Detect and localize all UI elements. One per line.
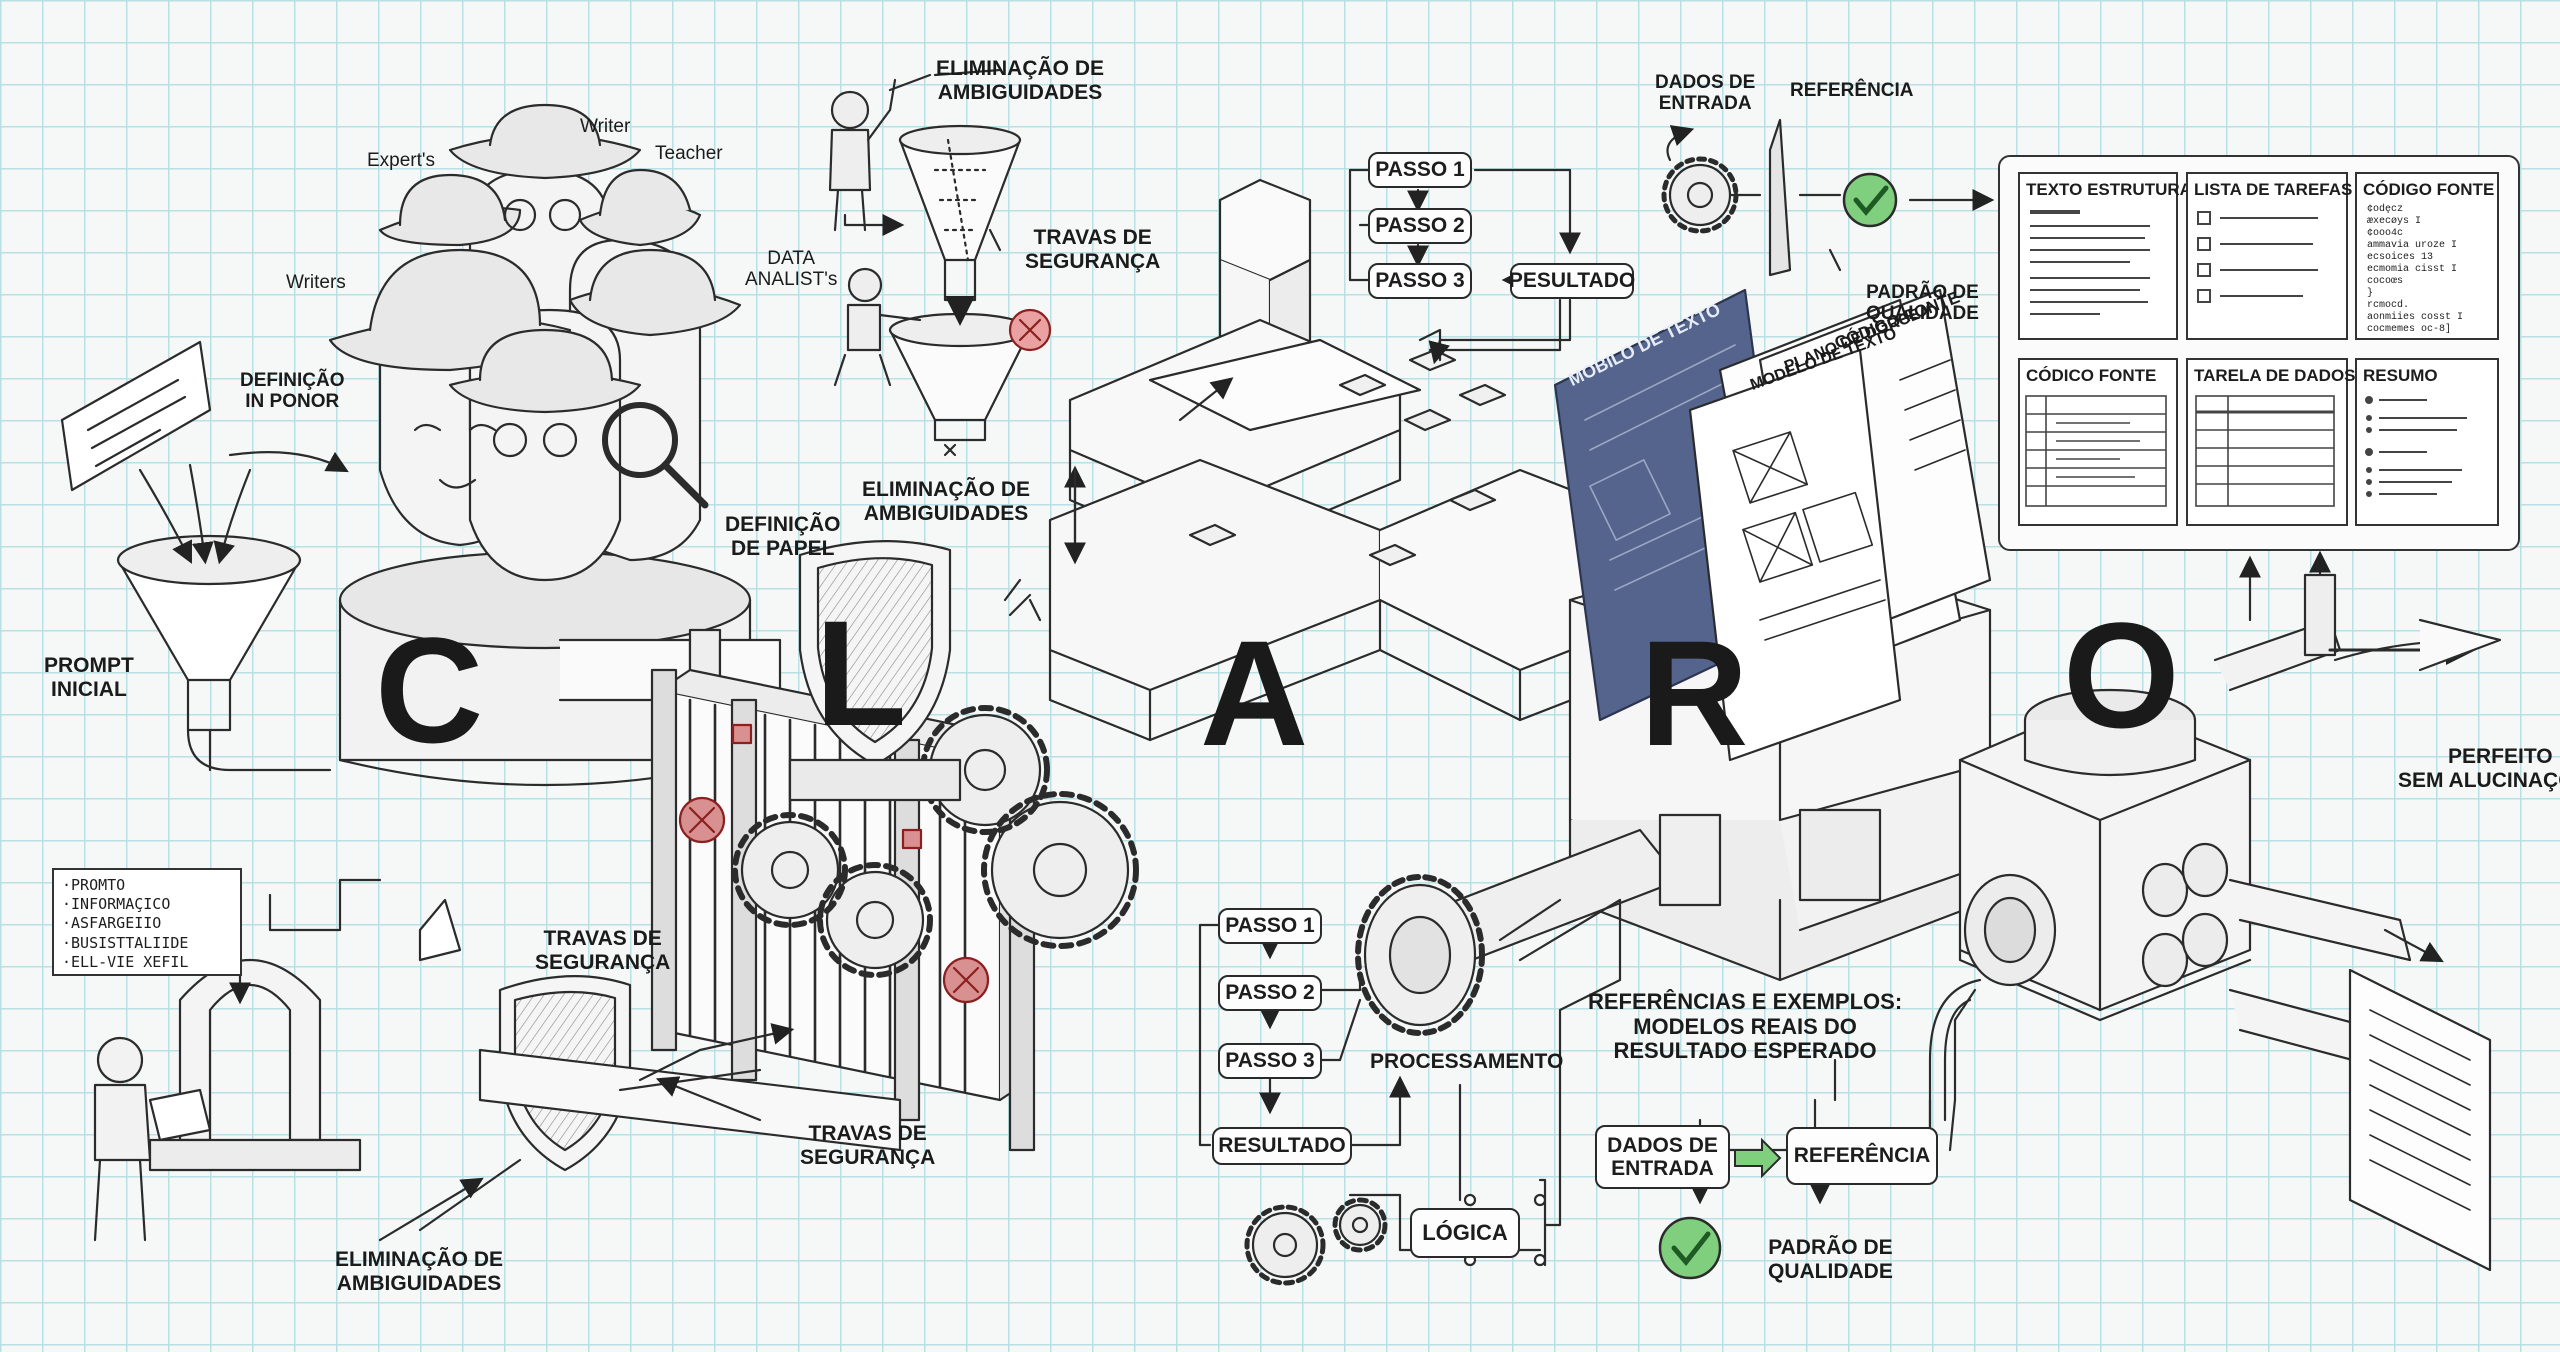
label-elim-bottom: ELIMINAÇÃO DE AMBIGUIDADES bbox=[335, 1248, 503, 1295]
panel-title: CÓDICO FONTE bbox=[2026, 366, 2157, 385]
hat-label-writers: Writers bbox=[286, 272, 346, 293]
note-line: ·BUSISTTALIIDE bbox=[62, 933, 189, 952]
code-line: ammavia uroze I bbox=[2367, 240, 2458, 251]
hat-label-teacher: Teacher bbox=[655, 143, 723, 164]
panel-title: CÓDIGO FONTE bbox=[2363, 180, 2495, 199]
reference-check-assembly bbox=[1661, 118, 1995, 277]
acronym-letter-o: O bbox=[2063, 591, 2180, 759]
quality-check-marks bbox=[1658, 172, 1898, 1280]
code-line: cocmemes oc-8] bbox=[2367, 324, 2452, 335]
hat-label-writer: Writer bbox=[580, 116, 631, 137]
box-referencia: REFERÊNCIA bbox=[1786, 1127, 1938, 1185]
step-box-resultado: RESULTADO bbox=[1212, 1127, 1352, 1165]
bullet-summary-icon bbox=[2365, 396, 2467, 497]
role-heads-machine bbox=[60, 103, 752, 787]
label-travas-left: TRAVAS DE SEGURANÇA bbox=[535, 927, 671, 974]
logic-box: LÓGICA bbox=[1410, 1208, 1520, 1258]
acronym-letter-c: C bbox=[375, 606, 484, 774]
hat-label-data-analist: DATA ANALIST's bbox=[745, 248, 838, 291]
numbered-lines-icon bbox=[2025, 395, 2167, 507]
label-elim-top: ELIMINAÇÃO DE AMBIGUIDADES bbox=[936, 57, 1104, 104]
note-line: ·INFORMAÇICO bbox=[62, 895, 171, 914]
step-box-passo-3-top: PASSO 3 bbox=[1368, 263, 1472, 299]
step-box-passo-2-top: PASSO 2 bbox=[1368, 208, 1472, 244]
code-line: ecsoices 13 bbox=[2367, 252, 2434, 263]
acronym-letter-r: R bbox=[1640, 609, 1749, 777]
box-dados-entrada: DADOS DE ENTRADA bbox=[1595, 1125, 1730, 1189]
panel-resumo: RESUMO bbox=[2355, 358, 2499, 526]
label-travas-bottom: TRAVAS DE SEGURANÇA bbox=[800, 1122, 936, 1169]
panel-codico-fonte: CÓDICO FONTE bbox=[2018, 358, 2178, 526]
label-prompt-inicial: PROMPT INICIAL bbox=[44, 654, 134, 701]
code-line: } bbox=[2367, 288, 2374, 299]
step-box-passo-3: PASSO 3 bbox=[1218, 1043, 1322, 1079]
table-icon bbox=[2195, 395, 2335, 507]
code-line: ¢ooo4c bbox=[2367, 228, 2404, 239]
output-cube bbox=[1928, 550, 2502, 1272]
panel-lista-tarefas: LISTA DE TAREFAS bbox=[2186, 172, 2353, 340]
checklist-icon bbox=[2197, 211, 2318, 303]
code-line: ¢odȩcz bbox=[2367, 204, 2404, 215]
step-box-passo-1: PASSO 1 bbox=[1218, 908, 1322, 944]
safety-gates bbox=[93, 540, 1139, 1242]
label-elim-mid: ELIMINAÇÃO DE AMBIGUIDADES bbox=[862, 478, 1030, 525]
text-lines-icon bbox=[2030, 210, 2150, 315]
acronym-letter-l: L bbox=[815, 589, 907, 757]
label-padrao-bottom: PADRÃO DE QUALIDADE bbox=[1768, 1236, 1893, 1283]
code-line: aonmiies cosst I bbox=[2367, 312, 2464, 323]
label-definicao-papel: DEFINIÇÃO DE PAPEL bbox=[725, 513, 841, 560]
code-line: ecmomia cisst I bbox=[2367, 264, 2458, 275]
acronym-letter-a: A bbox=[1200, 609, 1309, 777]
label-processamento: PROCESSAMENTO bbox=[1370, 1050, 1564, 1073]
note-line: ·PROMTO bbox=[62, 876, 126, 894]
panel-tarela-dados: TARELA DE DADOS bbox=[2186, 358, 2356, 526]
template-document-box bbox=[1355, 288, 2002, 1036]
panel-codigo-fonte: CÓDIGO FONTE ¢odȩcz æxecøys I ¢ooo4c amm… bbox=[2355, 172, 2499, 340]
step-box-resultado-top: PESULTADO bbox=[1509, 263, 1635, 299]
code-line: æxecøys I bbox=[2367, 216, 2422, 227]
note-line: ·ASFARGEIIO bbox=[62, 914, 162, 933]
label-referencia-top: REFERÊNCIA bbox=[1790, 80, 1914, 101]
ambiguity-filter-funnel bbox=[828, 68, 1052, 457]
label-padrao-top: PADRÃO DE QUALIDADE bbox=[1866, 282, 1979, 325]
panel-title: TARELA DE DADOS bbox=[2194, 366, 2356, 385]
hat-label-experts: Expert's bbox=[367, 150, 436, 171]
label-travas-top: TRAVAS DE SEGURANÇA bbox=[1025, 226, 1161, 273]
label-perfeito: PERFEITO SEM ALUCINAÇÕES bbox=[2398, 745, 2560, 792]
label-definicao-ponor: DEFINIÇÃO IN PONOR bbox=[240, 370, 345, 413]
panel-title: LISTA DE TAREFAS bbox=[2194, 180, 2353, 199]
panel-title: TEXTO ESTRUTURADO bbox=[2026, 180, 2218, 199]
step-box-passo-1-top: PASSO 1 bbox=[1368, 152, 1472, 188]
step-box-passo-2: PASSO 2 bbox=[1218, 975, 1322, 1011]
label-referencias-exemplos: REFERÊNCIAS E EXEMPLOS: MODELOS REAIS DO… bbox=[1588, 989, 1903, 1064]
code-line: cocoœs bbox=[2367, 276, 2404, 287]
panel-texto-estruturado: TEXTO ESTRUTURADO bbox=[2018, 172, 2218, 340]
label-dados-entrada-top: DADOS DE ENTRADA bbox=[1655, 72, 1756, 115]
prompt-notes-card: ·PROMTO ·INFORMAÇICO ·ASFARGEIIO ·BUSIST… bbox=[52, 868, 242, 976]
note-line: ·ELL-VIE XEFIL bbox=[62, 952, 189, 971]
code-line: rcmocd. bbox=[2367, 300, 2410, 311]
panel-title: RESUMO bbox=[2363, 366, 2438, 385]
